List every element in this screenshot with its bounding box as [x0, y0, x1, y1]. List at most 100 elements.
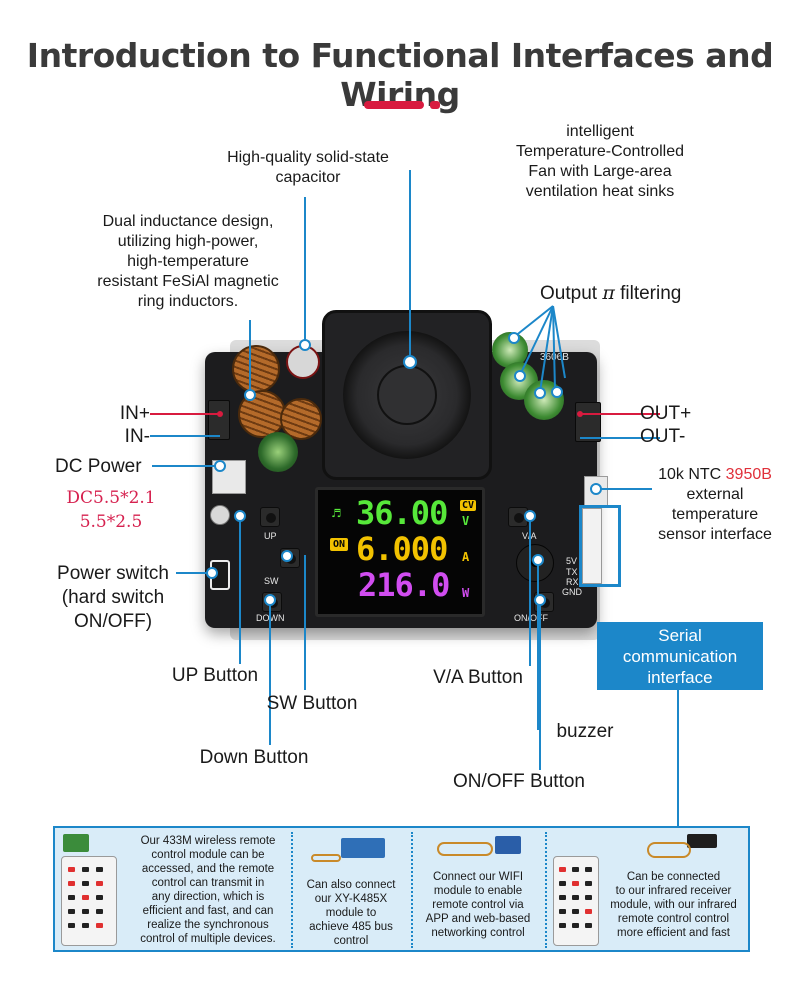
onoff-button-label: ON/OFF Button — [453, 771, 585, 792]
sw-button[interactable] — [280, 548, 300, 568]
solid-state-capacitor — [286, 345, 320, 379]
remote-key — [559, 909, 566, 914]
remote-key — [96, 895, 103, 900]
fan-callout: intelligent Temperature-Controlled Fan w… — [495, 122, 705, 202]
remote-key — [68, 881, 75, 886]
title-accent-dot — [430, 101, 440, 109]
serial-comm-line-3: interface — [647, 668, 713, 687]
inductors-callout: Dual inductance design, utilizing high-p… — [78, 212, 298, 312]
power-unit: W — [462, 586, 470, 600]
accessory-panel: Our 433M wireless remote control module … — [53, 826, 750, 952]
power-reading: 216.0 — [358, 566, 450, 604]
accessory-433m-line-4: control can transmit in — [151, 877, 265, 889]
dc-jack[interactable] — [212, 460, 246, 494]
title-accent-bar — [364, 101, 424, 109]
ntc-connector[interactable] — [584, 476, 608, 506]
accessory-485-line-5: control — [333, 935, 369, 947]
remote-key — [68, 909, 75, 914]
inductor-2 — [238, 390, 286, 438]
fan-hub — [377, 365, 437, 425]
accessory-infrared-line-5: more efficient and fast — [617, 927, 730, 939]
dc-spec-1: DC5.5*2.1 — [66, 488, 156, 508]
power-switch-callout: Power switch (hard switch ON/OFF) — [38, 562, 188, 634]
remote-key — [68, 867, 75, 872]
panel-divider — [291, 832, 293, 948]
va-button-label: V/A Button — [433, 667, 523, 688]
capacitor-callout-line-1: High-quality solid-state — [227, 149, 389, 166]
remote-key — [68, 895, 75, 900]
silk-pin-gnd: GND — [562, 587, 582, 597]
remote-key — [96, 867, 103, 872]
silk-onoff: ON/OFF — [514, 613, 548, 623]
dc-spec-2: 5.5*2.5 — [79, 512, 143, 532]
accessory-433m-line-7: realize the synchronous — [147, 919, 269, 931]
silk-sw: SW — [264, 576, 279, 586]
accessory-infrared-line-1: Can be connected — [626, 871, 721, 883]
accessory-wifi-line-2: module to enable — [433, 885, 523, 897]
down-button[interactable] — [262, 592, 282, 612]
accessory-433m-line-8: control of multiple devices. — [140, 933, 276, 945]
accessory-485-line-4: achieve 485 bus — [309, 921, 393, 933]
accessory-485-line-1: Can also connect — [306, 879, 396, 891]
accessory-433m-line-2: control module can be — [151, 849, 265, 861]
buzzer-label: buzzer — [556, 721, 614, 742]
remote-key — [82, 909, 89, 914]
accessory-433m-line-6: efficient and fast, and can — [142, 905, 274, 917]
remote-key — [572, 867, 579, 872]
remote-key — [572, 881, 579, 886]
inductors-callout-line-2: utilizing high-power, — [117, 233, 259, 250]
speaker-icon: ♬ — [332, 506, 341, 522]
accessory-wifi-line-1: Connect our WIFI — [432, 871, 524, 883]
remote-key — [585, 895, 592, 900]
accessory-wifi-text: Connect our WIFI module to enable remote… — [413, 870, 543, 940]
accessory-wifi-line-5: networking control — [431, 927, 525, 939]
power-switch-line-2: (hard switch — [61, 587, 165, 608]
inductor-3 — [280, 398, 322, 440]
ntc-callout: 10k NTC 3950B external temperature senso… — [630, 465, 800, 545]
remote-key — [572, 895, 579, 900]
va-button[interactable] — [508, 507, 528, 527]
accessory-infrared-text: Can be connected to our infrared receive… — [599, 870, 748, 940]
remote-key — [559, 881, 566, 886]
capacitor-callout-line-2: capacitor — [275, 169, 341, 186]
serial-comm-label: Serial communication interface — [597, 622, 763, 690]
voltage-unit: V — [462, 514, 470, 528]
accessory-infrared-line-3: module, with our infrared — [610, 899, 737, 911]
power-switch[interactable] — [210, 560, 230, 590]
output-filter-suffix: filtering — [614, 283, 682, 304]
onoff-button[interactable] — [534, 592, 554, 612]
accessory-wifi: Connect our WIFI module to enable remote… — [413, 828, 543, 950]
down-button-label: Down Button — [199, 747, 309, 768]
remote-key — [559, 923, 566, 928]
sw-button-label: SW Button — [266, 693, 358, 714]
remote-key — [559, 867, 566, 872]
accessory-433m: Our 433M wireless remote control module … — [55, 828, 291, 950]
up-button-label: UP Button — [171, 665, 259, 686]
model-label: 3606B — [540, 352, 569, 363]
remote-key — [572, 909, 579, 914]
fan-callout-line-1: intelligent — [566, 123, 634, 140]
output-filter-callout: Output π filtering — [540, 281, 730, 306]
accessory-wifi-line-3: remote control via — [432, 899, 524, 911]
silk-up: UP — [264, 531, 277, 541]
output-terminal[interactable] — [575, 402, 601, 442]
cv-tag: CV — [460, 500, 477, 511]
accessory-wifi-line-4: APP and web-based — [425, 913, 531, 925]
remote-key — [68, 923, 75, 928]
cooling-fan — [322, 310, 492, 480]
wifi-module-image — [495, 836, 521, 854]
silk-pin-tx: TX — [566, 567, 578, 577]
current-reading: 6.000 — [356, 530, 448, 568]
input-terminal[interactable] — [208, 400, 230, 440]
up-button[interactable] — [260, 507, 280, 527]
accessory-433m-line-3: accessed, and the remote — [141, 863, 275, 875]
remote-key — [82, 895, 89, 900]
ir-cable-image — [647, 842, 691, 858]
accessory-infrared-line-4: remote control control — [617, 913, 730, 925]
in-minus-label: IN- — [124, 426, 150, 447]
serial-header[interactable] — [582, 508, 602, 584]
lcd-display: ♬ 36.00 CV V ON 6.000 A 216.0 W — [315, 487, 485, 617]
out-minus-label: OUT- — [640, 426, 686, 447]
panel-divider — [545, 832, 547, 948]
rf-remote-image — [61, 856, 117, 946]
